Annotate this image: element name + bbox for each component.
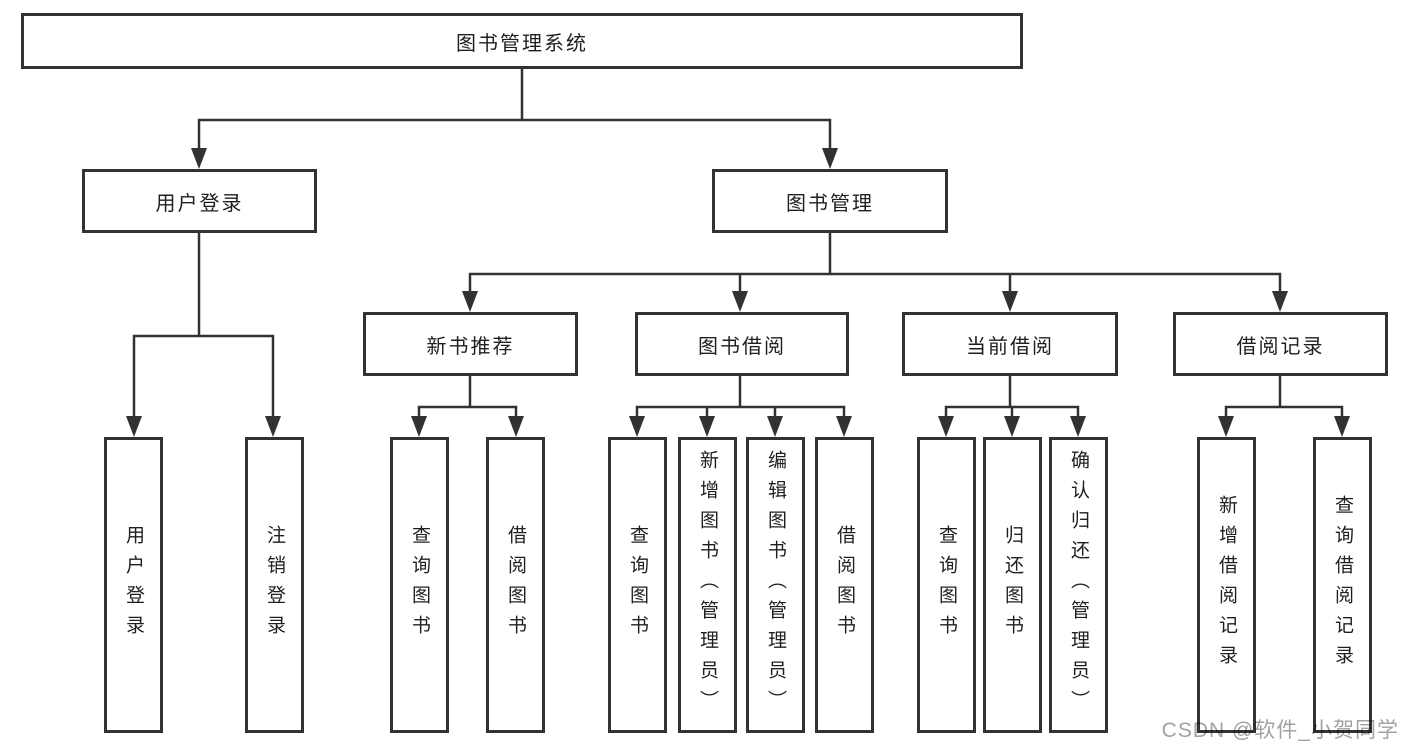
leaf-query-borrow-record: 查询借阅记录 bbox=[1313, 437, 1372, 733]
node-label: 新书推荐 bbox=[426, 335, 515, 358]
leaf-label: 编辑图书（管理员） bbox=[765, 450, 786, 720]
node-label: 当前借阅 bbox=[966, 335, 1054, 358]
leaf-query-books-current: 查询图书 bbox=[917, 437, 976, 733]
leaf-add-borrow-record: 新增借阅记录 bbox=[1197, 437, 1256, 733]
arrowheads bbox=[126, 148, 1350, 437]
leaf-label: 用户登录 bbox=[123, 525, 144, 645]
node-label: 图书借阅 bbox=[698, 335, 786, 358]
node-borrow-records: 借阅记录 bbox=[1173, 312, 1388, 376]
node-current-borrow: 当前借阅 bbox=[902, 312, 1118, 376]
node-label: 用户登录 bbox=[155, 192, 244, 215]
leaf-label: 查询借阅记录 bbox=[1332, 495, 1353, 675]
leaf-borrow-books-recommend: 借阅图书 bbox=[486, 437, 545, 733]
leaf-label: 新增借阅记录 bbox=[1216, 495, 1237, 675]
csdn-watermark: CSDN @软件_小贺同学 bbox=[1161, 719, 1399, 742]
leaf-user-login: 用户登录 bbox=[104, 437, 163, 733]
leaf-query-books-recommend: 查询图书 bbox=[390, 437, 449, 733]
leaf-label: 确认归还（管理员） bbox=[1068, 450, 1089, 720]
node-user-login: 用户登录 bbox=[82, 169, 317, 233]
leaf-add-books-admin: 新增图书（管理员） bbox=[678, 437, 737, 733]
leaf-logout: 注销登录 bbox=[245, 437, 304, 733]
leaf-query-books: 查询图书 bbox=[608, 437, 667, 733]
leaf-label: 查询图书 bbox=[936, 525, 957, 645]
leaf-borrow-books: 借阅图书 bbox=[815, 437, 874, 733]
node-book-borrow: 图书借阅 bbox=[635, 312, 849, 376]
node-new-book-recommend: 新书推荐 bbox=[363, 312, 578, 376]
leaf-confirm-return-admin: 确认归还（管理员） bbox=[1049, 437, 1108, 733]
leaf-return-books: 归还图书 bbox=[983, 437, 1042, 733]
node-label: 借阅记录 bbox=[1236, 335, 1325, 358]
leaf-label: 查询图书 bbox=[409, 525, 430, 645]
node-label: 图书管理系统 bbox=[456, 32, 588, 55]
leaf-label: 借阅图书 bbox=[505, 525, 526, 645]
node-book-management: 图书管理 bbox=[712, 169, 948, 233]
leaf-label: 归还图书 bbox=[1002, 525, 1023, 645]
leaf-label: 查询图书 bbox=[627, 525, 648, 645]
leaf-label: 借阅图书 bbox=[834, 525, 855, 645]
leaf-edit-books-admin: 编辑图书（管理员） bbox=[746, 437, 805, 733]
node-root-library-system: 图书管理系统 bbox=[21, 13, 1023, 69]
leaf-label: 注销登录 bbox=[264, 525, 285, 645]
node-label: 图书管理 bbox=[786, 192, 874, 215]
leaf-label: 新增图书（管理员） bbox=[697, 450, 718, 720]
